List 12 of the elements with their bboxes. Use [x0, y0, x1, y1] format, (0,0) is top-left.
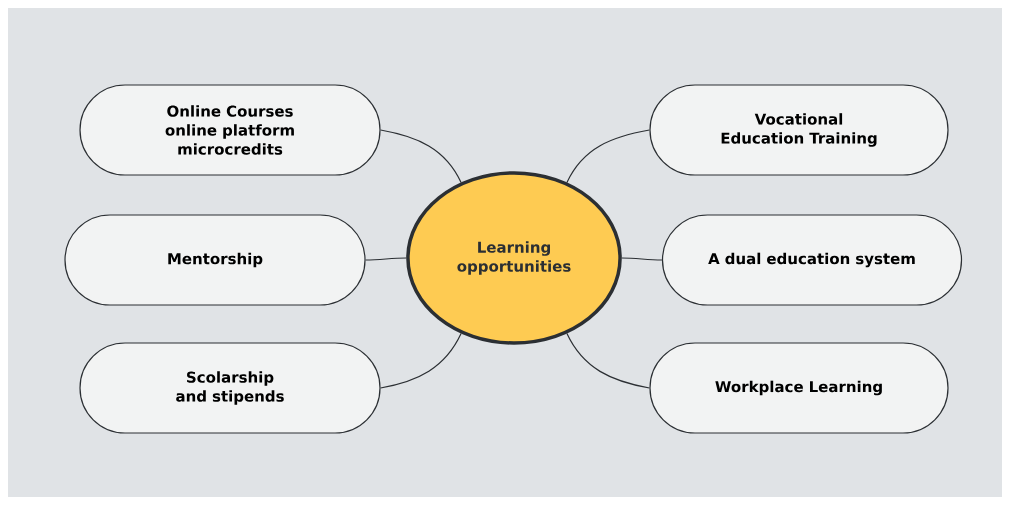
connector-line [365, 257, 407, 261]
connector-line [380, 332, 462, 389]
connector-line [566, 332, 650, 389]
connector-line [566, 129, 650, 183]
topic-box: Online Courses online platform microcredits [79, 84, 381, 176]
topic-box: Mentorship [64, 214, 366, 306]
connector-line [380, 129, 462, 183]
topic-box: A dual education system [661, 214, 963, 306]
connector-line [621, 257, 663, 261]
topic-box: Workplace Learning [649, 342, 949, 434]
topic-box: Vocational Education Training [649, 84, 949, 176]
topic-box: Scolarship and stipends [79, 342, 381, 434]
